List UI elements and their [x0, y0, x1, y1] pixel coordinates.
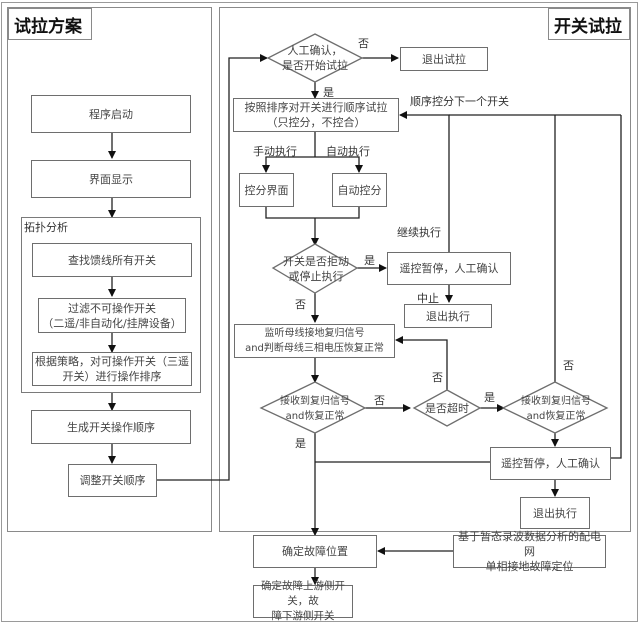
panel-trial-plan — [7, 7, 212, 532]
edge-label-no: 否 — [374, 394, 385, 407]
step-auto-control-open: 自动控分 — [332, 173, 387, 207]
step-remote-pause-confirm-2: 遥控暂停，人工确认 — [490, 447, 611, 480]
panel-switch-trial — [219, 7, 631, 532]
edge-auto — [315, 156, 363, 173]
step-exit-trial: 退出试拉 — [400, 47, 488, 71]
step-find-switches: 查找馈线所有开关 — [32, 243, 192, 277]
edge-manual — [262, 156, 315, 173]
edge-label-abort: 中止 — [417, 292, 439, 305]
decision-received-reset-2 — [501, 381, 609, 434]
group-label-topology: 拓扑分析 — [24, 221, 68, 234]
edge-label-yes: 是 — [295, 437, 306, 450]
decision-text-received-2: 接收到复归信号 and恢复正常 — [521, 396, 591, 422]
edge-label-no: 否 — [295, 298, 306, 311]
group-topology-analysis — [21, 217, 201, 393]
edge-label-yes: 是 — [484, 391, 495, 404]
step-upstream-downstream: 确定故障上游侧开关，故 障下游侧开关 — [253, 580, 353, 622]
decision-confirm-start — [266, 33, 364, 83]
decision-text-refuse: 开关是否拒动 或停止执行 — [283, 255, 349, 283]
decision-timeout — [412, 389, 482, 427]
edge-label-next-switch: 顺序控分下一个开关 — [410, 95, 509, 108]
step-monitor-signal: 监听母线接地复归信号 and判断母线三相电压恢复正常 — [234, 324, 395, 358]
edge-label-no: 否 — [432, 371, 443, 384]
edge-label-auto: 自动执行 — [326, 145, 370, 158]
decision-received-reset-1 — [259, 381, 367, 434]
step-control-open-ui: 控分界面 — [239, 173, 294, 207]
edge-label-manual: 手动执行 — [253, 145, 297, 158]
decision-text-timeout: 是否超时 — [425, 401, 469, 415]
step-sequential-trial: 按照排序对开关进行顺序试拉 （只控分，不控合） — [233, 98, 399, 132]
decision-refuse-or-stop — [271, 243, 359, 294]
step-interface-display: 界面显示 — [31, 160, 191, 198]
edge-label-continue: 继续执行 — [397, 226, 441, 239]
panel-title-switch-trial: 开关试拉 — [548, 8, 630, 40]
panel-title-trial-plan: 试拉方案 — [8, 8, 92, 40]
step-determine-fault-location: 确定故障位置 — [253, 535, 377, 568]
edge-adjust-to-confirm — [156, 54, 268, 481]
step-generate-order: 生成开关操作顺序 — [31, 410, 191, 444]
step-remote-pause-confirm-1: 遥控暂停，人工确认 — [387, 252, 511, 285]
decision-text-confirm-start: 人工确认， 是否开始试拉 — [282, 44, 348, 72]
step-exit-exec-2: 退出执行 — [520, 497, 590, 529]
step-transient-location: 基于暂态录波数据分析的配电网 单相接地故障定位 — [453, 530, 606, 573]
step-filter-switches: 过滤不可操作开关 （二遥/非自动化/挂牌设备） — [38, 298, 186, 333]
edge-label-yes: 是 — [364, 254, 375, 267]
step-adjust-order: 调整开关顺序 — [68, 464, 157, 497]
edge-label-no: 否 — [563, 359, 574, 372]
step-program-start: 程序启动 — [31, 95, 191, 133]
edge-timeout-no-monitor — [395, 336, 448, 390]
edge-label-no: 否 — [358, 37, 369, 50]
step-sort-switches: 根据策略，对可操作开关（三遥 开关）进行操作排序 — [32, 352, 192, 386]
edge-label-yes: 是 — [323, 86, 334, 99]
decision-text-received-1: 接收到复归信号 and恢复正常 — [280, 396, 350, 422]
step-exit-exec-1: 退出执行 — [404, 304, 492, 328]
